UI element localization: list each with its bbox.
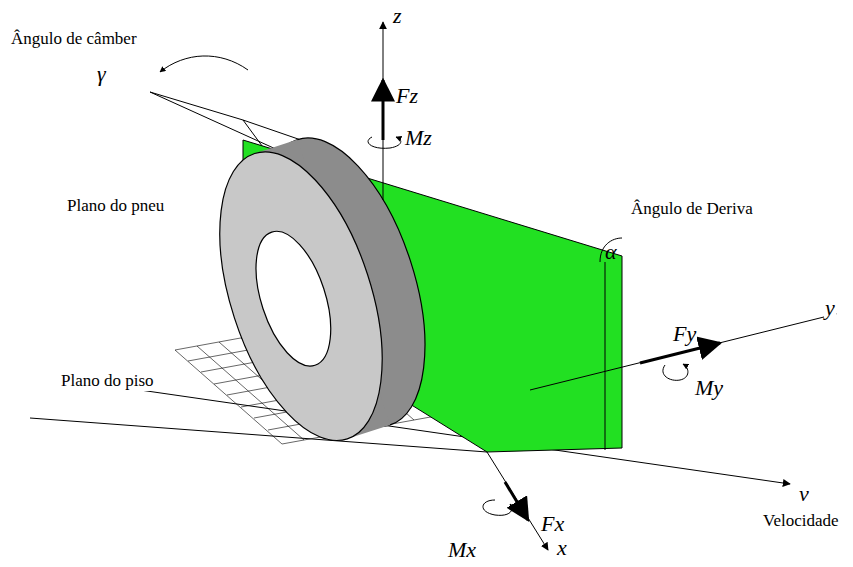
- angle-symbol: α: [604, 240, 618, 264]
- force-label: Fz: [395, 84, 419, 108]
- angle-name: Ângulo de câmber: [10, 30, 138, 49]
- moment-label: Mx: [447, 538, 477, 562]
- axis-name: x: [556, 536, 568, 560]
- force-label: Fx: [540, 512, 565, 536]
- force-label: Fy: [672, 322, 697, 346]
- plane-name: Plano do piso: [60, 372, 155, 391]
- velocity-name: Velocidade: [762, 512, 840, 531]
- angle-name: Ângulo de Deriva: [630, 200, 754, 219]
- angle-symbol: γ: [96, 62, 107, 86]
- moment-label: Mz: [404, 126, 433, 150]
- axis-name: z: [392, 4, 403, 28]
- plane-name: Plano do pneu: [66, 197, 165, 216]
- axis-name: y: [824, 296, 836, 320]
- moment-label: My: [694, 376, 724, 400]
- velocity-symbol: v: [798, 482, 810, 506]
